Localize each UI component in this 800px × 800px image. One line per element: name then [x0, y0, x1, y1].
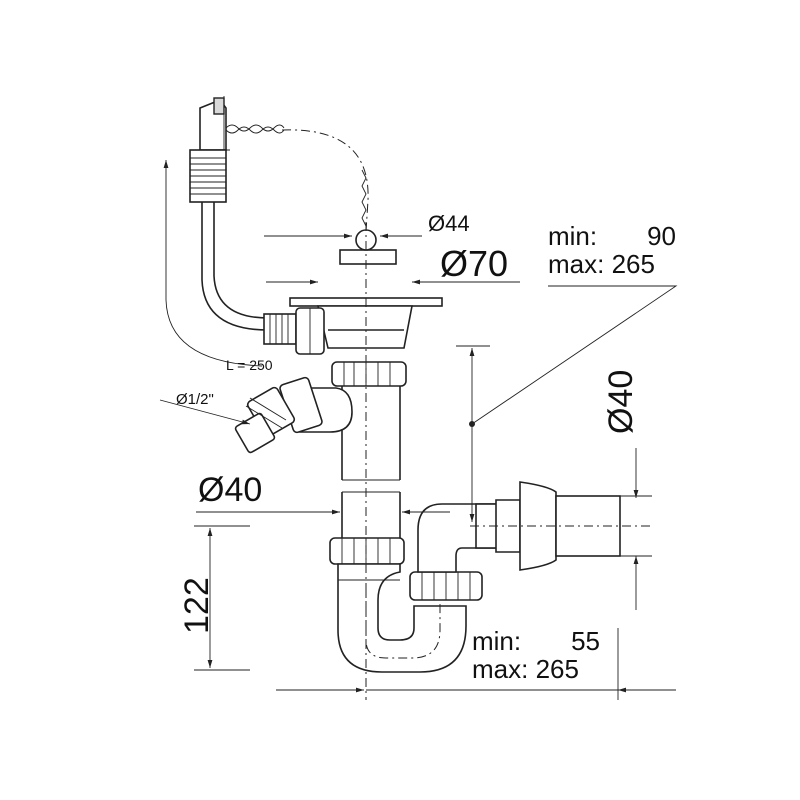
label-d44: Ø44	[428, 211, 470, 236]
overflow-connector-nut	[263, 307, 325, 355]
label-bottom-min: min:	[472, 626, 521, 656]
label-hose-length: L = 250	[226, 357, 273, 373]
dim-horizontal-range	[276, 628, 676, 700]
trap-side-nut	[409, 571, 483, 601]
label-d40-right: Ø40	[602, 370, 640, 434]
centerlines	[365, 222, 650, 700]
s-trap-bowl	[337, 563, 467, 673]
dim-height-122	[194, 525, 250, 671]
trap-outlet-bend	[417, 503, 499, 573]
upper-nut	[331, 361, 407, 387]
label-d40-left: Ø40	[198, 471, 262, 509]
inlet-angle-arrow	[159, 399, 251, 425]
label-inlet-diameter: Ø1/2"	[176, 391, 214, 408]
dim-d40-right	[620, 448, 652, 610]
label-bottom-min-value: 55	[571, 626, 600, 656]
label-top-min: min:	[548, 221, 597, 251]
dim-vertical-range	[456, 285, 678, 522]
drain-stopper	[339, 229, 397, 265]
overflow-corrugated-hose	[189, 149, 269, 331]
appliance-inlet	[234, 376, 353, 454]
label-top-max: max: 265	[548, 249, 655, 279]
label-bottom-max: max: 265	[472, 654, 579, 684]
label-top-min-value: 90	[647, 221, 676, 251]
label-height: 122	[178, 577, 216, 634]
label-d70: Ø70	[440, 243, 508, 284]
hose-length-arrow	[163, 160, 263, 367]
chain-to-stopper	[225, 124, 369, 233]
lower-nut	[329, 537, 405, 565]
